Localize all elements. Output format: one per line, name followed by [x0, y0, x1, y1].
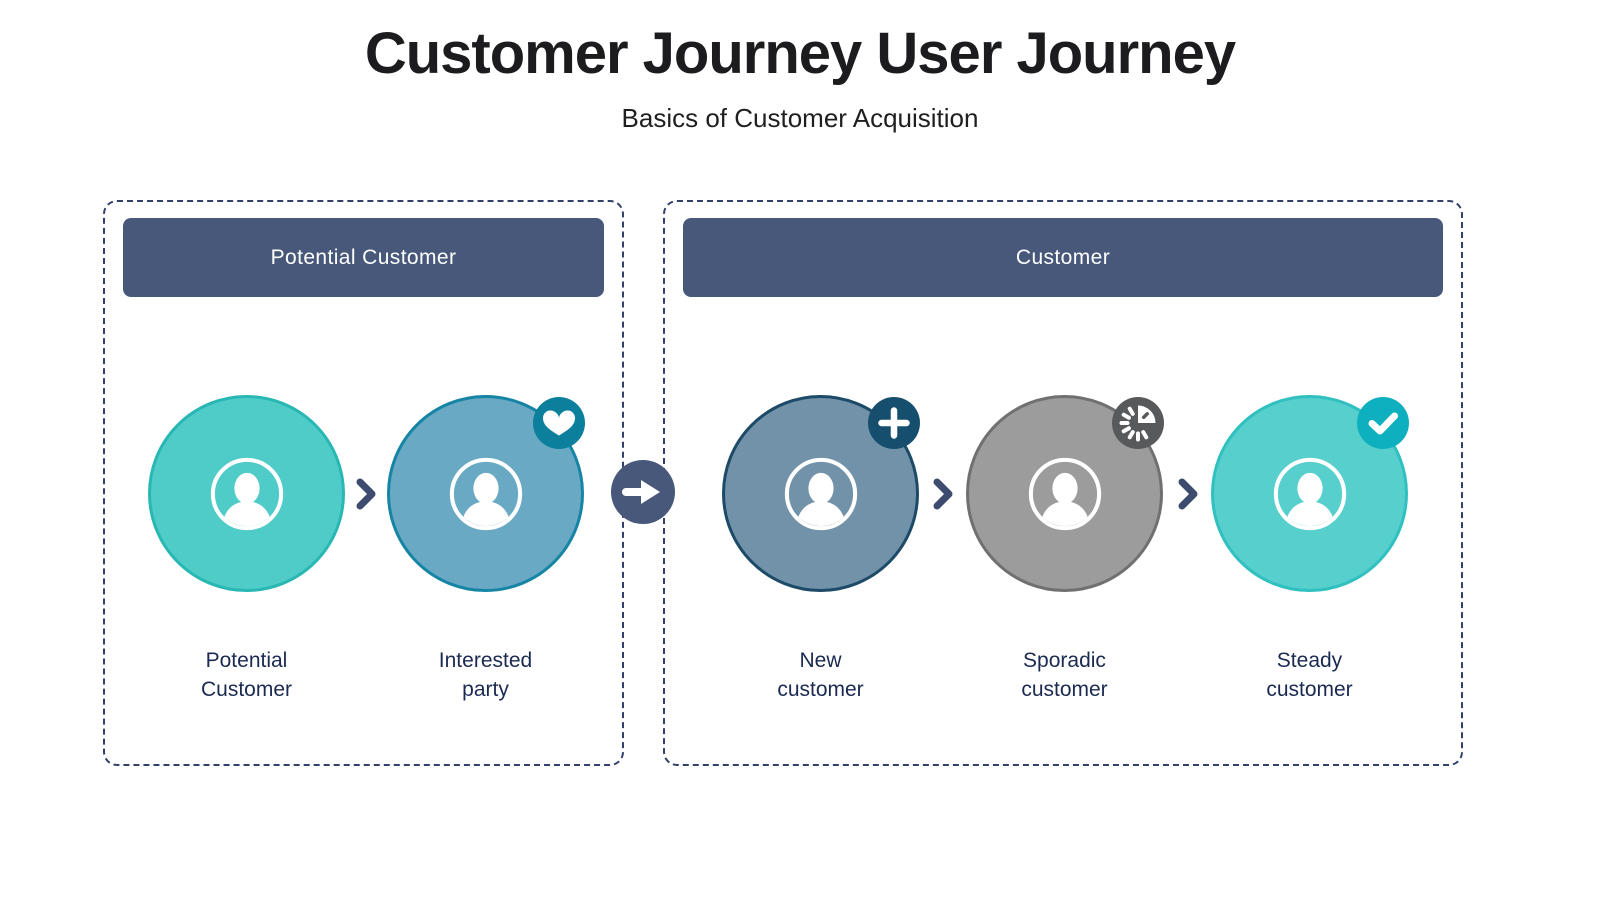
heart-badge — [533, 397, 585, 449]
arrow-right-icon — [622, 480, 660, 504]
plus-badge — [868, 397, 920, 449]
page-subtitle: Basics of Customer Acquisition — [621, 103, 979, 133]
person-icon — [1026, 455, 1104, 533]
panel-header-potential-customer: Potential Customer — [123, 218, 604, 297]
chevron-right-icon — [355, 477, 377, 511]
stage-potential-customer: Potential Customer — [148, 395, 345, 705]
user-circle-new-customer — [722, 395, 920, 592]
stage-steady-customer: Steady customer — [1211, 395, 1409, 705]
stage-sporadic-customer: Sporadic customer — [966, 395, 1164, 705]
stage-label: Potential Customer — [200, 649, 293, 701]
chevron-right-icon — [1177, 477, 1199, 511]
check-icon — [1368, 412, 1398, 435]
stage-interested-party: Interested party — [387, 395, 585, 705]
panel-potential-customer: Potential Customer Potential Customer In… — [103, 200, 624, 766]
person-icon — [1271, 455, 1349, 533]
stage-label: New customer — [777, 649, 864, 701]
user-circle-interested-party — [387, 395, 585, 592]
panel-header-label: Customer — [1015, 245, 1111, 269]
timer-icon — [1119, 405, 1156, 442]
person-icon — [447, 455, 525, 533]
panel-header-customer: Customer — [683, 218, 1443, 297]
chevron-right-icon — [932, 477, 954, 511]
stage-new-customer: New customer — [722, 395, 920, 705]
plus-icon — [878, 407, 910, 439]
person-icon — [782, 455, 860, 533]
user-circle-steady-customer — [1211, 395, 1409, 592]
stage-label: Sporadic customer — [1021, 649, 1108, 701]
stage-label: Steady customer — [1266, 649, 1353, 701]
transition-connector — [611, 460, 675, 524]
person-icon — [208, 455, 286, 533]
user-circle-potential-customer — [148, 395, 345, 592]
stage-label: Interested party — [438, 649, 533, 701]
page-title: Customer Journey User Journey — [364, 21, 1236, 86]
timer-badge — [1112, 397, 1164, 449]
check-badge — [1357, 397, 1409, 449]
user-circle-sporadic-customer — [966, 395, 1164, 592]
heart-icon — [543, 410, 575, 436]
panel-customer: Customer New customer — [663, 200, 1463, 766]
panel-header-label: Potential Customer — [270, 245, 457, 269]
